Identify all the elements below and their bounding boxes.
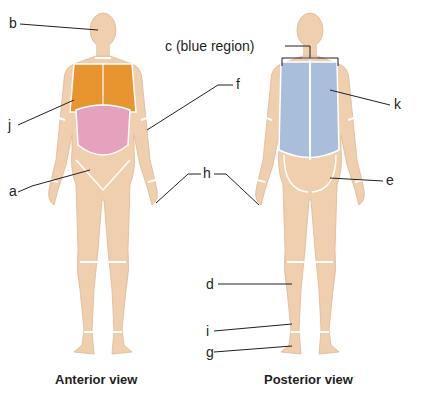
region-letter: f [236, 76, 240, 92]
region-letter: e [386, 172, 394, 188]
view-title: Posterior view [264, 372, 353, 388]
region-letter: d [206, 276, 214, 292]
region-letter: b [9, 15, 17, 31]
region-letter: k [394, 96, 401, 112]
view-title: Anterior view [55, 372, 137, 388]
region-letter: i [206, 323, 209, 339]
region-letter: a [9, 183, 17, 199]
region-letter: c (blue region) [165, 38, 255, 54]
region-letter: h [203, 165, 211, 181]
region-letter: j [8, 117, 11, 133]
region-letter: g [206, 344, 214, 360]
